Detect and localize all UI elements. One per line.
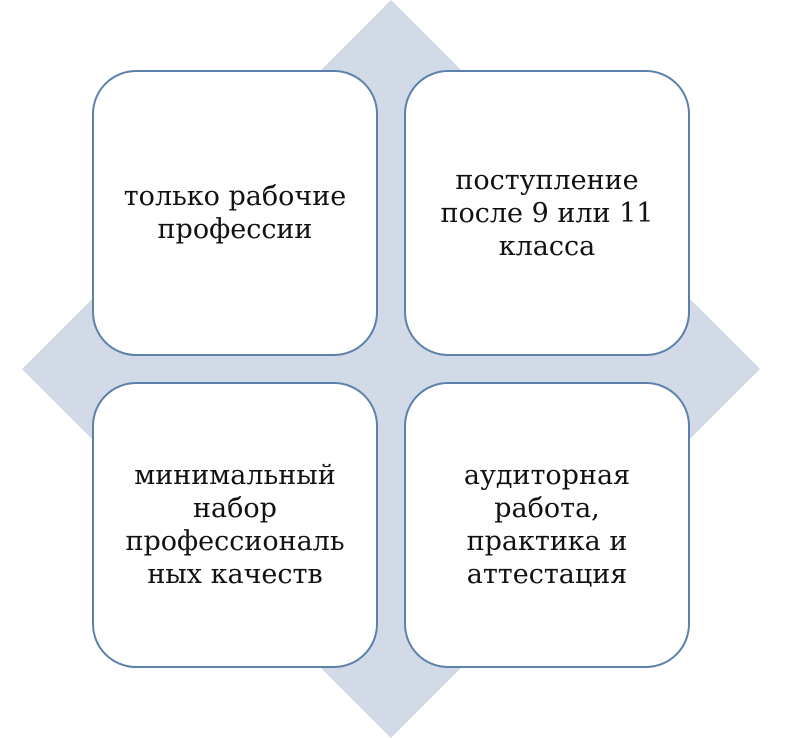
card-bottom-left: минимальный набор профессиональ ных каче… xyxy=(92,382,378,668)
card-top-left: только рабочие профессии xyxy=(92,70,378,356)
card-text-line: только рабочие xyxy=(123,181,347,212)
card-text-line: минимальный xyxy=(134,460,336,491)
card-text-line: аудиторная xyxy=(463,460,631,491)
card-bottom-right-text: аудиторная работа, практика и аттестация xyxy=(450,459,644,591)
card-bottom-right: аудиторная работа, практика и аттестация xyxy=(404,382,690,668)
card-text-line: класса xyxy=(498,230,596,262)
card-text-line: аттестация xyxy=(466,559,628,590)
card-text-line: практика и xyxy=(466,526,628,557)
card-top-left-text: только рабочие профессии xyxy=(110,180,360,246)
card-top-right-text: поступление после 9 или 11 класса xyxy=(427,164,668,263)
card-text-line: набор xyxy=(193,493,277,524)
card-text-line: работа, xyxy=(494,493,600,524)
card-text-line: после 9 или 11 xyxy=(440,197,654,229)
card-text-line: ных качеств xyxy=(147,559,323,590)
card-top-right: поступление после 9 или 11 класса xyxy=(404,70,690,356)
card-text-line: профессиональ xyxy=(125,526,345,557)
card-text-line: поступление xyxy=(455,164,639,196)
card-bottom-left-text: минимальный набор профессиональ ных каче… xyxy=(111,459,358,591)
card-text-line: профессии xyxy=(157,214,313,245)
